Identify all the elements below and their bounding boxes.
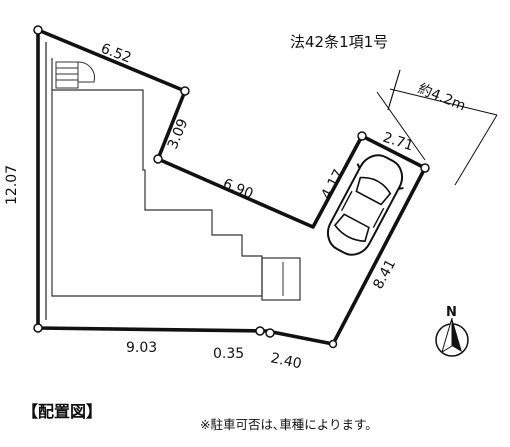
annex-block	[261, 257, 301, 301]
dim-bottom-small: 0.35	[213, 346, 244, 362]
road-edge-line	[376, 91, 426, 161]
stair-icon	[55, 61, 95, 89]
dim-parking-left: 4.17	[318, 167, 347, 202]
north-arrow-icon: N	[435, 305, 469, 357]
dim-left: 12.07	[4, 165, 20, 205]
car-icon	[326, 154, 404, 256]
road-width-dimension-line	[389, 88, 498, 116]
road-far-edge-line	[454, 114, 498, 186]
parking-note: ※駐車可否は､車種によります。	[200, 417, 378, 432]
dim-upper-diag: 3.09	[165, 117, 192, 152]
north-label: N	[446, 305, 457, 320]
page-title: 【配置図】	[22, 402, 103, 421]
dim-middle: 6.90	[221, 176, 256, 203]
dim-bottom-right: 2.40	[269, 350, 303, 372]
dim-parking-top: 2.71	[381, 130, 416, 155]
property-boundary	[36, 28, 427, 346]
boundary-markers	[33, 25, 430, 349]
dim-bottom: 9.03	[126, 340, 157, 356]
road-law-label: 法42条1項1号	[290, 33, 388, 51]
road-width-label: 約4.2m	[416, 81, 468, 115]
